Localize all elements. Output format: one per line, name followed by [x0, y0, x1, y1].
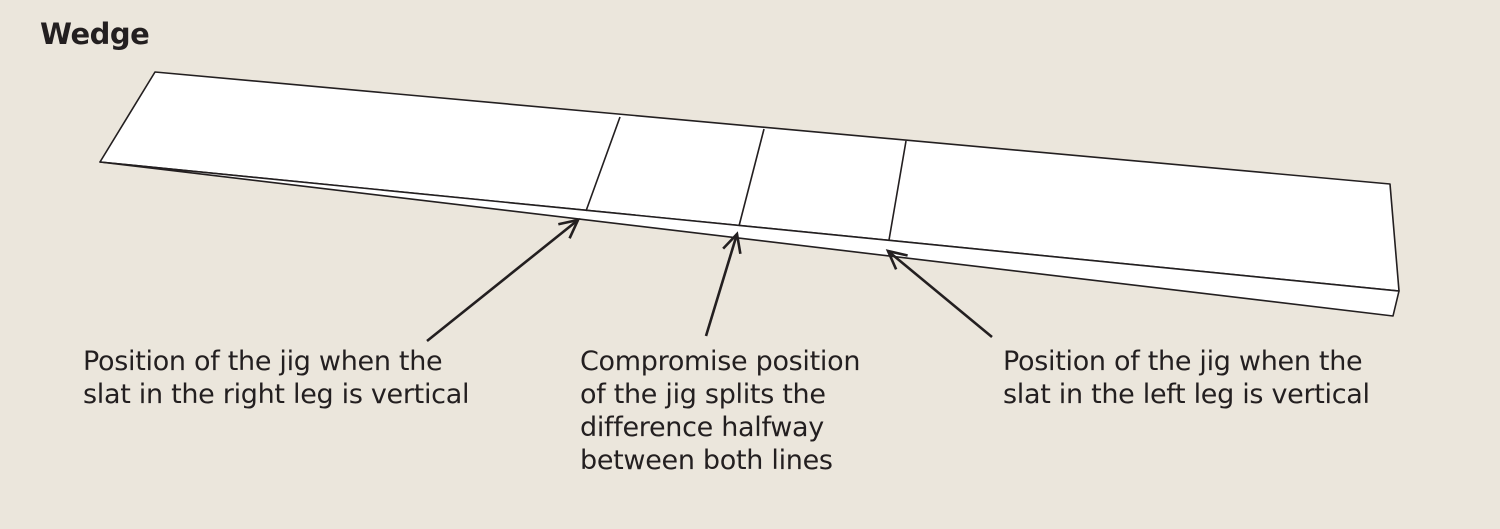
arrow-middle	[704, 231, 742, 337]
label-right-leg-vertical: Position of the jig when the slat in the…	[83, 346, 470, 410]
wedge-front-face	[99, 161, 1400, 317]
arrow-left	[426, 218, 581, 343]
jig-line-right-leg	[585, 116, 621, 212]
label-compromise-position: Compromise position of the jig splits th…	[580, 346, 861, 476]
jig-line-left-leg	[888, 140, 907, 241]
arrow-right	[885, 249, 993, 339]
jig-line-compromise	[738, 128, 765, 227]
label-left-leg-vertical: Position of the jig when the slat in the…	[1003, 346, 1370, 410]
diagram-title: Wedge	[40, 17, 150, 51]
